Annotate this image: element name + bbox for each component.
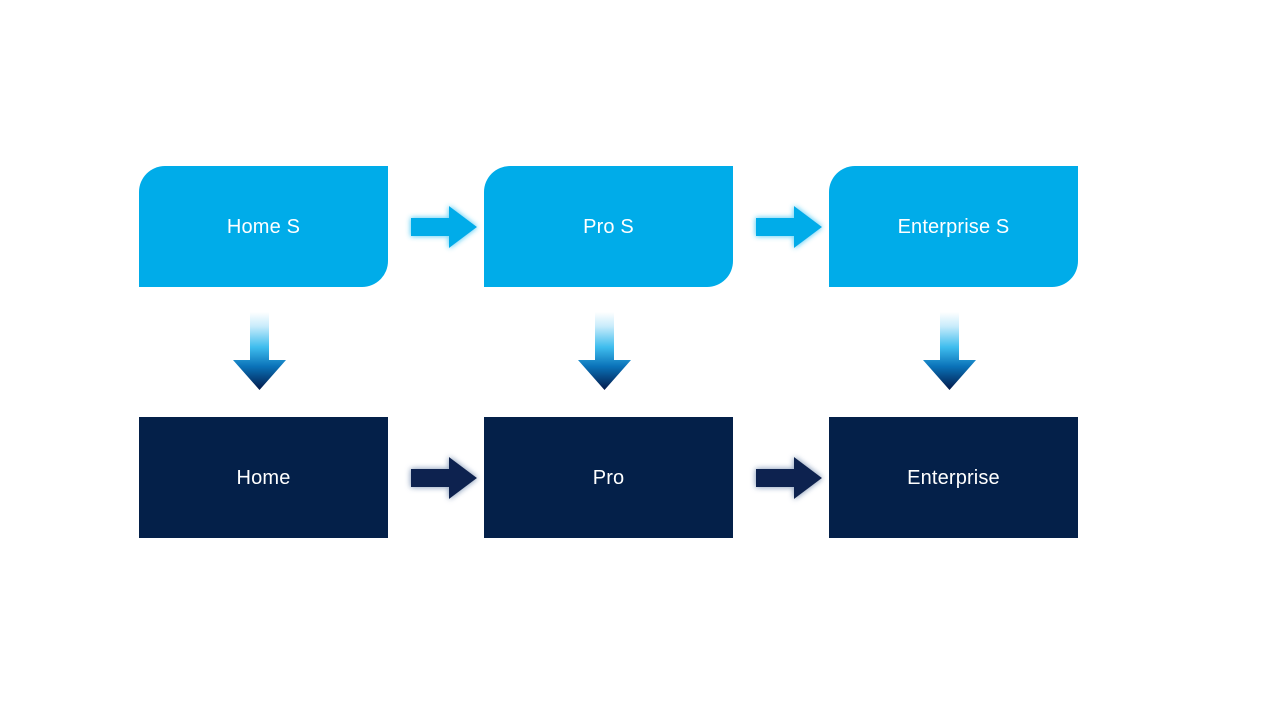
right-arrow-icon-pro-to-enterprise	[754, 453, 824, 503]
node-pro-s[interactable]: Pro S	[484, 166, 733, 287]
node-pro[interactable]: Pro	[484, 417, 733, 538]
node-label: Pro S	[583, 215, 634, 238]
node-label: Home S	[226, 215, 301, 238]
node-label: Home	[236, 466, 291, 489]
down-arrow-icon-enterprise-s-to-enterprise	[921, 312, 978, 392]
node-label: Enterprise S	[897, 215, 1010, 238]
node-home-s[interactable]: Home S	[139, 166, 388, 287]
right-arrow-icon-pro-s-to-enterprise-s	[754, 202, 824, 252]
node-enterprise-s[interactable]: Enterprise S	[829, 166, 1078, 287]
node-home[interactable]: Home	[139, 417, 388, 538]
node-label: Pro	[592, 466, 625, 489]
node-label: Enterprise	[907, 466, 1000, 489]
node-enterprise[interactable]: Enterprise	[829, 417, 1078, 538]
down-arrow-icon-home-s-to-home	[231, 312, 288, 392]
right-arrow-icon-home-to-pro	[409, 453, 479, 503]
right-arrow-icon-home-s-to-pro-s	[409, 202, 479, 252]
down-arrow-icon-pro-s-to-pro	[576, 312, 633, 392]
